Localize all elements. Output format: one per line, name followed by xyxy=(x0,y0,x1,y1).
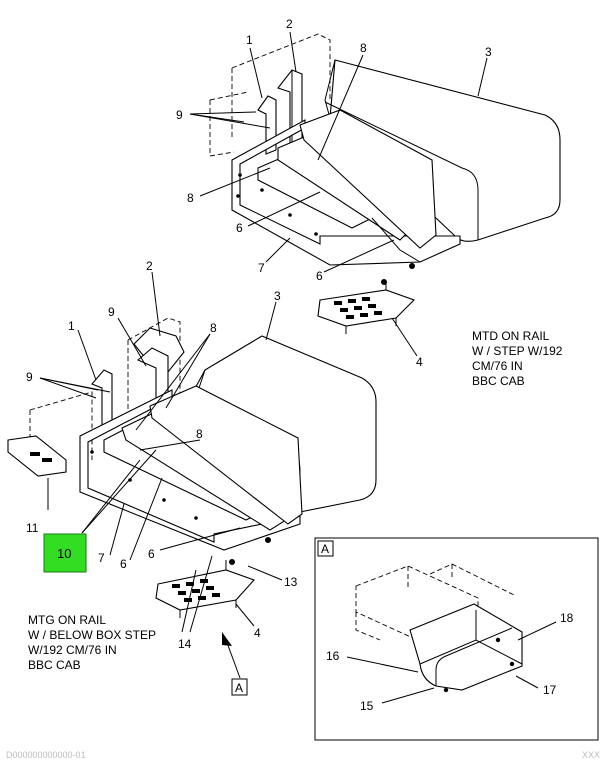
callout-4-upper: 4 xyxy=(416,355,423,369)
callout-7-lower: 7 xyxy=(98,551,105,565)
callout-7-upper: 7 xyxy=(258,261,265,275)
callout-6-upper-a: 6 xyxy=(236,221,243,235)
callout-8-upper-a: 8 xyxy=(360,41,367,55)
step-holes-lower xyxy=(172,579,220,602)
callout-labels: 1 2 3 8 9 8 6 6 7 4 2 3 1 9 8 9 8 11 7 6… xyxy=(26,17,492,651)
footer-left: D000000000000-01 xyxy=(6,750,86,760)
callout-6-lower-a: 6 xyxy=(148,547,155,561)
battery-box-upper xyxy=(329,59,561,242)
note-upper-line-1: MTD ON RAIL xyxy=(472,329,550,343)
highlight-label: 10 xyxy=(57,546,71,561)
callout-4-lower: 4 xyxy=(254,626,261,640)
detail-callout-15: 15 xyxy=(360,699,374,713)
callout-6-upper-b: 6 xyxy=(316,269,323,283)
detail-callout-18: 18 xyxy=(560,611,574,625)
view-ref-a: A xyxy=(231,678,248,696)
tray-lower-3 xyxy=(149,385,303,525)
callout-11-lower: 11 xyxy=(26,521,39,535)
callout-9-upper: 9 xyxy=(176,108,183,122)
callout-1-upper: 1 xyxy=(246,33,253,47)
detail-tag-box xyxy=(317,540,334,557)
note-lower-line-2: W / BELOW BOX STEP xyxy=(28,628,156,642)
callout-13-lower: 13 xyxy=(284,575,298,589)
tray-upper-3 xyxy=(299,109,437,249)
step-plate-lower xyxy=(155,569,255,611)
note-lower-line-1: MTG ON RAIL xyxy=(28,613,106,627)
note-lower-line-4: BBC CAB xyxy=(28,658,81,672)
cab-outline-lower xyxy=(29,317,181,470)
note-lower: MTG ON RAIL W / BELOW BOX STEP W/192 CM/… xyxy=(28,613,156,672)
note-upper-line-4: BBC CAB xyxy=(472,374,525,388)
lower-assembly xyxy=(7,317,377,618)
callout-2-lower: 2 xyxy=(146,259,153,273)
detail-tag: A xyxy=(321,542,329,556)
callout-9-lower-b: 9 xyxy=(26,370,33,384)
highlight-box[interactable] xyxy=(43,533,87,573)
callout-3-upper: 3 xyxy=(485,45,492,59)
svg-text:A: A xyxy=(235,681,243,695)
callout-2-upper: 2 xyxy=(286,17,293,31)
callout-14-lower: 14 xyxy=(178,637,192,651)
leader-lines xyxy=(39,31,488,679)
callout-8-lower-b: 8 xyxy=(196,427,203,441)
callout-8-upper-b: 8 xyxy=(187,191,194,205)
step-plate-upper xyxy=(317,289,416,327)
note-upper-line-2: W / STEP W/192 xyxy=(472,344,563,358)
callout-1-lower: 1 xyxy=(68,319,75,333)
detail-view-a: A 18 16 17 15 xyxy=(314,537,599,741)
cab-outline-upper xyxy=(209,33,331,157)
footer-right: XXX xyxy=(582,750,600,760)
callout-6-lower-b: 6 xyxy=(120,557,127,571)
detail-callout-17: 17 xyxy=(543,683,557,697)
detail-callout-16: 16 xyxy=(326,649,340,663)
callout-8-lower-a: 8 xyxy=(210,321,217,335)
callout-9-lower-a: 9 xyxy=(108,305,115,319)
callout-3-lower: 3 xyxy=(274,289,281,303)
highlight-callout-10[interactable]: 10 xyxy=(43,533,87,573)
step-holes-upper xyxy=(334,297,382,319)
note-lower-line-3: W/192 CM/76 IN xyxy=(28,643,117,657)
upper-assembly xyxy=(209,33,561,334)
note-upper: MTD ON RAIL W / STEP W/192 CM/76 IN BBC … xyxy=(472,329,563,388)
note-upper-line-3: CM/76 IN xyxy=(472,359,523,373)
